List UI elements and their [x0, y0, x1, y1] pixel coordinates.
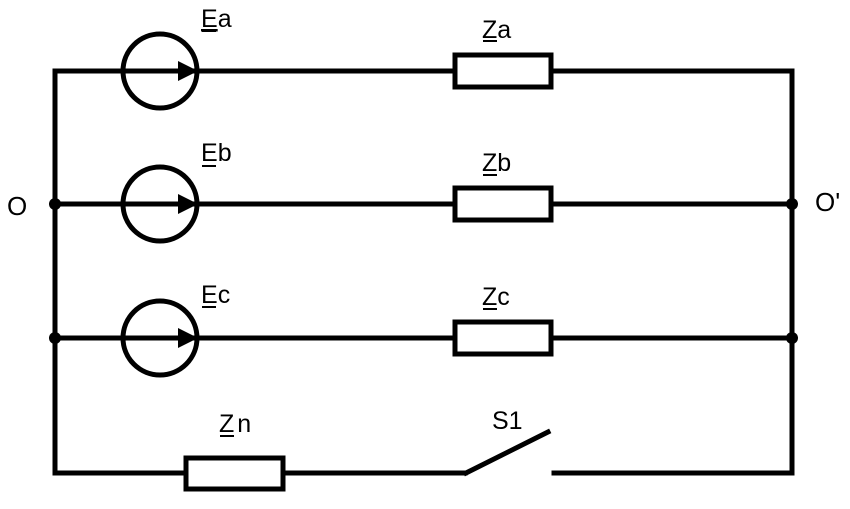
switch-label: S1 — [492, 407, 523, 435]
source-label-c: Ec — [201, 281, 230, 309]
node-label-right: O' — [815, 187, 840, 217]
switch-s1-blade[interactable] — [462, 428, 552, 477]
junction-dot-left-c — [49, 332, 61, 344]
junction-dot-right-b — [786, 198, 798, 210]
impedance-a-resistor — [452, 52, 554, 90]
junction-dot-right-c — [786, 332, 798, 344]
impedance-label-c: Zc — [482, 283, 510, 311]
impedance-n-resistor — [183, 455, 286, 492]
impedance-label-b: Zb — [482, 149, 511, 177]
node-label-left: O — [7, 191, 27, 221]
junction-dot-left-b — [49, 198, 61, 210]
source-label-b: Eb — [201, 139, 232, 167]
source-arrow-c-icon — [178, 328, 198, 348]
impedance-b-resistor — [452, 185, 554, 223]
impedance-c-resistor — [452, 319, 554, 357]
source-arrow-a-icon — [178, 61, 198, 81]
branch-a: Ea Za — [52, 5, 795, 111]
source-arrow-b-icon — [178, 194, 198, 214]
source-label-a: Ea — [201, 5, 232, 33]
branch-b: Eb Zb — [52, 139, 795, 244]
branch-c: Ec Zc — [52, 281, 795, 378]
impedance-label-a: Za — [482, 16, 511, 44]
